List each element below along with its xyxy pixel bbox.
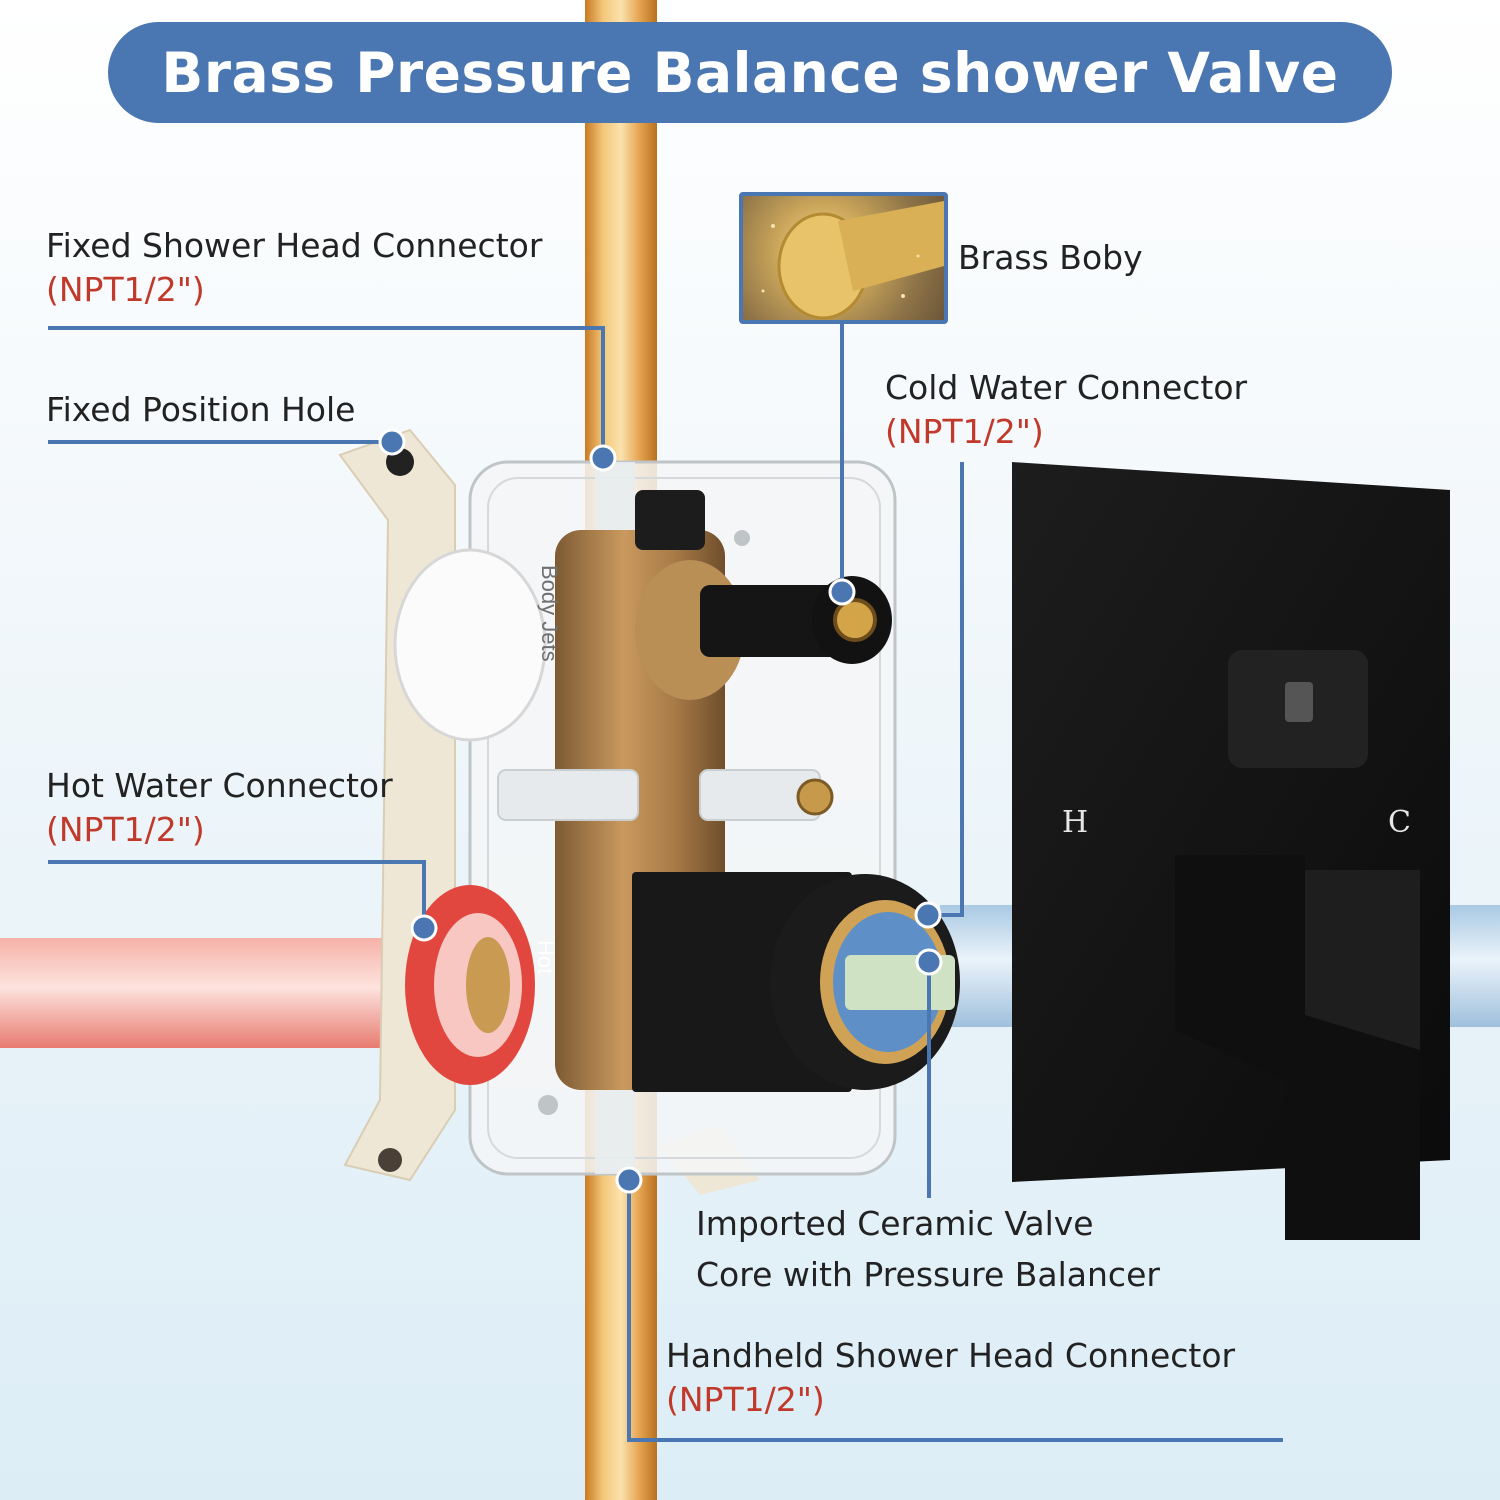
title-banner: Brass Pressure Balance shower Valve <box>108 22 1392 123</box>
hot-inlet-fitting <box>405 885 535 1085</box>
dot-fixed-position-hole <box>378 428 406 456</box>
callout-ceramic-core: Imported Ceramic Valve Core with Pressur… <box>696 1198 1160 1300</box>
dot-cold-water <box>914 901 942 929</box>
leader-hot-water <box>48 860 426 928</box>
faceplate-hot-letter: H <box>1062 805 1088 840</box>
brass-body-inset-photo <box>739 192 948 324</box>
callout-ceramic-core-line1: Imported Ceramic Valve <box>696 1204 1094 1243</box>
callout-handheld-shower-head-spec: (NPT1/2") <box>666 1380 825 1419</box>
dot-handheld-shower-head <box>615 1166 643 1194</box>
callout-handheld-shower-head-label: Handheld Shower Head Connector <box>666 1336 1236 1375</box>
callout-brass-body-label: Brass Boby <box>958 238 1143 277</box>
leader-handheld-shower-head <box>627 1180 1283 1442</box>
callout-hot-water-spec: (NPT1/2") <box>46 810 205 849</box>
callout-handheld-shower-head: Handheld Shower Head Connector (NPT1/2") <box>666 1334 1235 1422</box>
callout-hot-water: Hot Water Connector (NPT1/2") <box>46 764 393 852</box>
callout-cold-water-label: Cold Water Connector <box>885 368 1248 407</box>
page-title: Brass Pressure Balance shower Valve <box>161 40 1339 105</box>
body-jets-marking: Body Jets <box>537 565 562 662</box>
callout-ceramic-core-line2: Core with Pressure Balancer <box>696 1255 1160 1294</box>
leader-fixed-shower-head <box>48 326 605 456</box>
callout-fixed-shower-head-spec: (NPT1/2") <box>46 270 205 309</box>
callout-cold-water-spec: (NPT1/2") <box>885 412 1044 451</box>
leader-cold-water <box>928 462 964 917</box>
callout-fixed-shower-head: Fixed Shower Head Connector (NPT1/2") <box>46 224 542 312</box>
trim-plate <box>1012 462 1450 1240</box>
diverter-stem <box>700 576 892 664</box>
callout-cold-water: Cold Water Connector (NPT1/2") <box>885 366 1247 454</box>
callout-fixed-position-hole-label: Fixed Position Hole <box>46 390 356 429</box>
dot-ceramic-core <box>915 948 943 976</box>
dot-hot-water <box>410 914 438 942</box>
callout-hot-water-label: Hot Water Connector <box>46 766 393 805</box>
callout-dots <box>378 428 943 1194</box>
faceplate-cold-letter: C <box>1388 805 1411 840</box>
brass-closeup-image <box>761 201 944 320</box>
dot-brass-body <box>828 578 856 606</box>
dot-fixed-shower-head <box>589 444 617 472</box>
hot-marking: Hot <box>533 940 558 974</box>
valve-cartridge-cover <box>632 872 960 1092</box>
callout-fixed-position-hole: Fixed Position Hole <box>46 388 355 432</box>
callout-brass-body: Brass Boby <box>958 236 1143 280</box>
callout-fixed-shower-head-label: Fixed Shower Head Connector <box>46 226 543 265</box>
